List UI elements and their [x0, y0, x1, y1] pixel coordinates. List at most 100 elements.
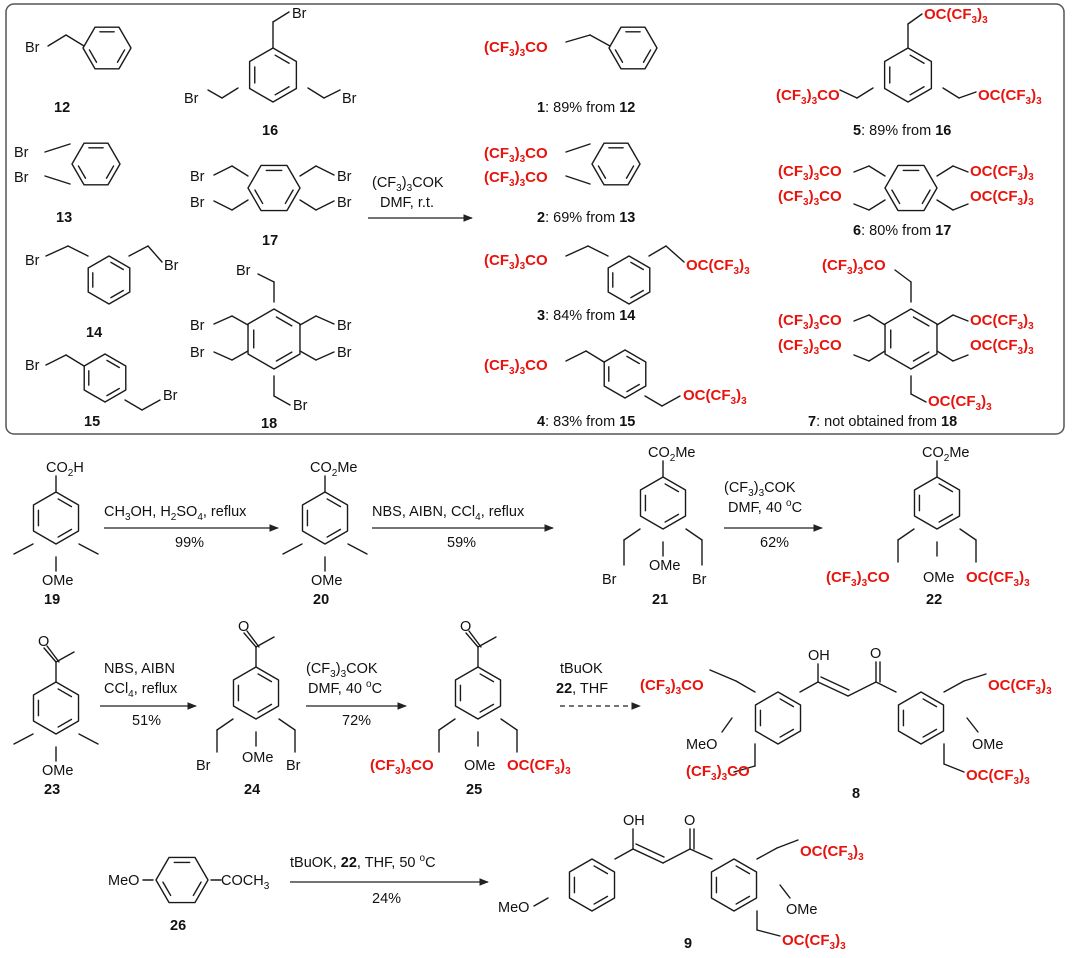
double-bond: [257, 673, 273, 683]
double-bond: [664, 513, 680, 523]
bromo-label: Br: [692, 572, 707, 588]
product-yield-2: 2: 69% from 13: [537, 210, 635, 226]
compound-number-16: 16: [262, 123, 278, 139]
methyl-ester-label: CO2Me: [922, 445, 969, 464]
methoxy-label: OMe: [786, 902, 817, 918]
double-bond: [275, 316, 293, 327]
double-bond: [106, 359, 120, 369]
compound-number-21: 21: [652, 592, 668, 608]
double-bond: [116, 49, 126, 63]
bromo-label: Br: [337, 318, 352, 334]
yield-label: 99%: [175, 535, 204, 551]
perfluoro-tert-butoxy-label: OC(CF3)3: [970, 188, 1034, 208]
perfluoro-tert-butoxy-label: (CF3)3CO: [826, 569, 890, 589]
bromo-label: Br: [337, 195, 352, 211]
methoxy-label: OMe: [649, 558, 680, 574]
reagent-line-1: (CF3)3COK: [724, 480, 796, 499]
perfluoro-tert-butoxy-label: (CF3)3CO: [686, 763, 750, 783]
structure-21: CO2Me OMe Br Br 21: [602, 445, 707, 608]
benzene-ring: [607, 255, 651, 305]
double-bond: [938, 483, 954, 493]
perfluoro-tert-butoxy-label: OC(CF3)3: [924, 6, 988, 26]
perfluoro-tert-butoxy-label: OC(CF3)3: [782, 932, 846, 952]
product-yield-1: 1: 89% from 12: [537, 100, 635, 116]
compound-number-24: 24: [244, 782, 260, 798]
compound-number-25: 25: [466, 782, 482, 798]
structure-3: (CF3)3CO OC(CF3)3 3: 84% from 14: [484, 245, 750, 324]
double-bond: [922, 728, 938, 738]
bromo-label: Br: [25, 358, 40, 374]
perfluoro-tert-butoxy-label: OC(CF3)3: [683, 387, 747, 407]
double-bond: [326, 528, 342, 538]
benzene-ring: [883, 47, 933, 103]
carboxylic-acid-label: CO2H: [46, 460, 84, 479]
product-yield-4: 4: 83% from 15: [537, 414, 635, 430]
perfluoro-tert-butoxy-label: (CF3)3CO: [484, 357, 548, 377]
reagent-line-2: 22, THF: [556, 681, 608, 697]
perfluoro-tert-butoxy-label: (CF3)3CO: [822, 257, 886, 277]
double-bond: [922, 698, 938, 708]
structure-2: (CF3)3CO (CF3)3CO 2: 69% from 13: [484, 142, 641, 226]
perfluoro-tert-butoxy-label: (CF3)3CO: [778, 337, 842, 357]
carbonyl-oxygen-label: O: [38, 634, 49, 650]
structure-25: O OMe (CF3)3CO OC(CF3)3 25: [370, 619, 571, 798]
perfluoro-tert-butoxy-label: OC(CF3)3: [928, 393, 992, 413]
double-bond: [642, 49, 652, 63]
benzene-ring: [454, 666, 502, 720]
reagent-line-1: tBuOK, 22, THF, 50 oC: [290, 853, 436, 871]
benzene-ring: [248, 47, 298, 103]
compound-number-19: 19: [44, 592, 60, 608]
double-bond: [479, 703, 495, 713]
reaction-panel-frame: [5, 3, 1065, 435]
methoxy-label: OMe: [464, 758, 495, 774]
bromo-label: Br: [286, 758, 301, 774]
double-bond: [110, 261, 124, 271]
double-bond: [57, 718, 73, 728]
double-bond: [735, 865, 751, 875]
bromo-label: Br: [292, 6, 307, 22]
double-bond: [912, 351, 930, 362]
reagent-line-1: (CF3)3COK: [306, 661, 378, 680]
yield-label: 62%: [760, 535, 789, 551]
carbonyl-oxygen-label: O: [870, 646, 881, 662]
methyl-ester-label: CO2Me: [310, 460, 357, 479]
benzene-ring: [884, 308, 938, 370]
double-bond: [630, 261, 644, 271]
bromo-label: Br: [196, 758, 211, 774]
benzene-ring: [232, 666, 280, 720]
carbonyl-oxygen-label: O: [460, 619, 471, 635]
structure-6: (CF3)3CO (CF3)3CO OC(CF3)3 OC(CF3)3 6: 8…: [778, 163, 1034, 239]
structure-19: CO2H OMe 19: [13, 460, 99, 608]
perfluoro-tert-butoxy-label: OC(CF3)3: [978, 87, 1042, 107]
perfluoro-tert-butoxy-label: (CF3)3CO: [640, 677, 704, 697]
product-yield-6: 6: 80% from 17: [853, 223, 951, 239]
benzene-ring: [71, 142, 121, 186]
bromo-label: Br: [184, 91, 199, 107]
methyl-ester-label: CO2Me: [648, 445, 695, 464]
structure-5: OC(CF3)3 (CF3)3CO OC(CF3)3 5: 89% from 1…: [776, 6, 1042, 139]
yield-label: 72%: [342, 713, 371, 729]
acetyl-label: COCH3: [221, 873, 270, 892]
benzene-ring: [884, 164, 938, 212]
enol-hydroxyl-label: OH: [808, 648, 830, 664]
double-bond: [274, 86, 290, 96]
benzene-ring: [301, 491, 349, 545]
compound-number-20: 20: [313, 592, 329, 608]
benzene-ring: [897, 691, 945, 745]
perfluoro-tert-butoxy-label: (CF3)3CO: [484, 39, 548, 59]
bromo-label: Br: [602, 572, 617, 588]
methoxy-label: OMe: [311, 573, 342, 589]
reagent-line-1: (CF3)3COK: [372, 175, 444, 194]
bromo-label: Br: [190, 345, 205, 361]
step-20-to-21: NBS, AIBN, CCl4, reflux 59%: [372, 504, 554, 551]
perfluoro-tert-butoxy-label: (CF3)3CO: [484, 145, 548, 165]
perfluoro-tert-butoxy-label: (CF3)3CO: [776, 87, 840, 107]
double-bond: [921, 189, 931, 205]
benzene-ring: [247, 164, 301, 212]
perfluoro-tert-butoxy-label: OC(CF3)3: [686, 257, 750, 277]
perfluoro-tert-butoxy-label: OC(CF3)3: [966, 767, 1030, 787]
methoxy-label: MeO: [498, 900, 529, 916]
perfluoro-tert-butoxy-label: OC(CF3)3: [800, 843, 864, 863]
benzene-ring: [32, 681, 80, 735]
carbonyl-oxygen-label: O: [684, 813, 695, 829]
